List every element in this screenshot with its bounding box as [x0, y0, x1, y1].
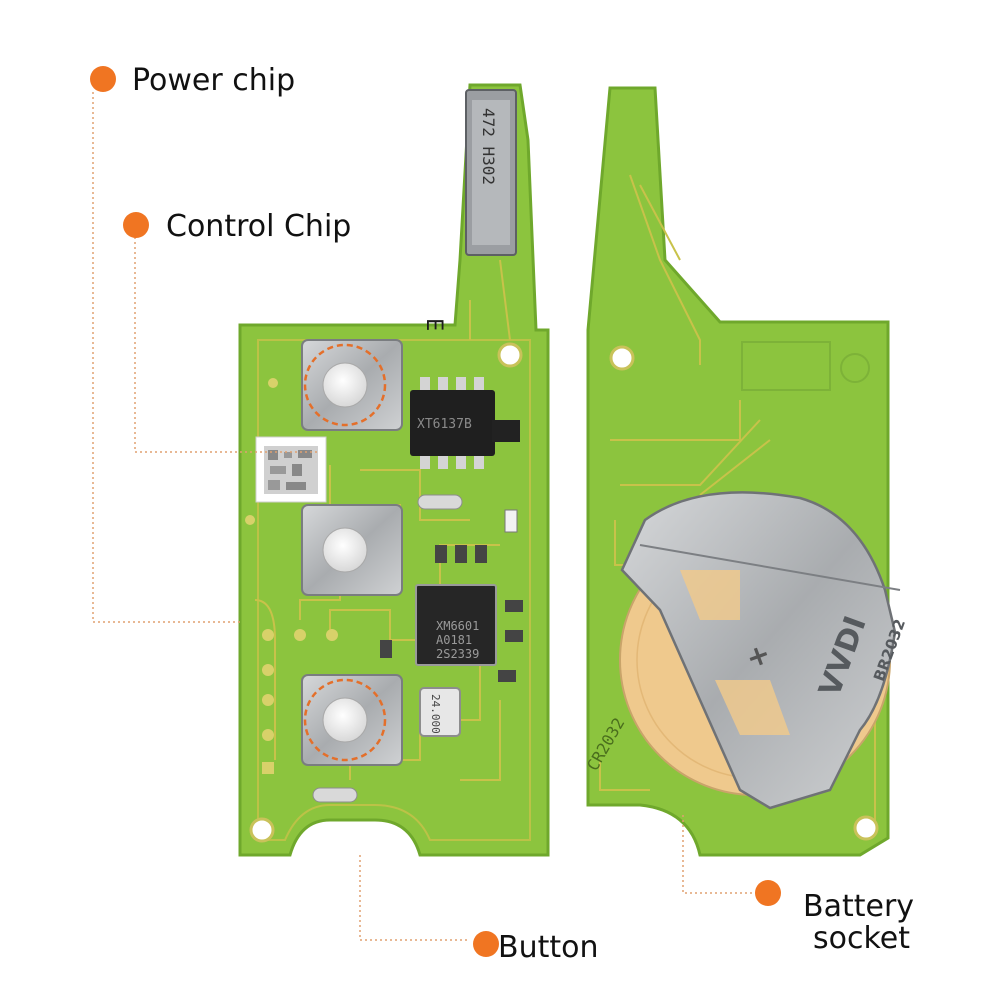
pad	[262, 729, 274, 741]
via	[268, 378, 278, 388]
callout-battery-socket-line1: Battery	[803, 889, 914, 924]
control-chip-soic: XT6137B	[410, 377, 495, 469]
left-trace-border	[257, 339, 531, 841]
pad	[262, 629, 274, 641]
edge-mark: E	[421, 318, 446, 331]
clip-cutout	[680, 570, 740, 620]
right-pcb-board: + VVDI BR2032 CR2032	[583, 86, 909, 857]
right-trace	[639, 184, 681, 261]
pad	[262, 664, 274, 676]
resistor	[504, 509, 518, 533]
callout-dot-battery-socket	[755, 880, 781, 906]
leader-line-battery-socket	[682, 815, 760, 894]
transistor	[492, 420, 520, 442]
left-trace	[469, 259, 511, 341]
callout-dot-power-chip	[90, 66, 116, 92]
resistor	[505, 630, 523, 642]
mounting-hole	[609, 345, 635, 371]
mounting-hole	[497, 342, 523, 368]
callout-battery-socket-line2: socket	[813, 921, 910, 956]
mounting-hole	[853, 815, 879, 841]
callout-dot-control-chip	[123, 212, 149, 238]
pad	[294, 629, 306, 641]
tactile-button-bottom	[301, 674, 403, 766]
clip-cutout	[715, 680, 790, 735]
pad	[262, 762, 274, 774]
pad	[262, 694, 274, 706]
capacitor	[312, 787, 358, 803]
left-pcb-board: 472 H302 E	[238, 83, 550, 857]
chip-main-line1: XM6601	[436, 619, 479, 633]
resistor	[475, 545, 487, 563]
pad	[326, 629, 338, 641]
chip-top-marking: XT6137B	[417, 417, 472, 432]
battery-socket-clip: + VVDI BR2032	[620, 491, 909, 810]
resistor	[505, 600, 523, 612]
capacitor	[417, 494, 463, 510]
callout-button: Button	[498, 930, 599, 965]
right-trace	[610, 400, 771, 496]
callout-power-chip: Power chip	[132, 63, 295, 98]
tactile-button-middle	[301, 504, 403, 596]
mounting-hole	[249, 817, 275, 843]
qr-label	[255, 436, 327, 503]
crystal-marking: 24.000	[429, 694, 442, 734]
resistor	[380, 640, 392, 658]
connector-marking: 472 H302	[479, 108, 498, 185]
resistor	[435, 545, 447, 563]
callout-control-chip: Control Chip	[166, 209, 351, 244]
leader-line-control-chip	[134, 237, 320, 453]
callout-dot-button	[473, 931, 499, 957]
leader-line-power-chip	[92, 92, 242, 623]
leader-line-button	[359, 855, 470, 941]
main-qfn-chip: XM6601 A0181 2S2339	[415, 584, 497, 666]
via	[245, 515, 255, 525]
resistor	[455, 545, 467, 563]
resistor	[498, 670, 516, 682]
crystal-oscillator: 24.000	[419, 687, 461, 737]
right-trace	[629, 174, 701, 365]
chip-main-line3: 2S2339	[436, 647, 479, 661]
faint-brand-logo	[741, 341, 870, 391]
tactile-button-top	[301, 339, 403, 431]
chip-main-line2: A0181	[436, 633, 472, 647]
power-chip-connector: 472 H302	[465, 89, 517, 256]
